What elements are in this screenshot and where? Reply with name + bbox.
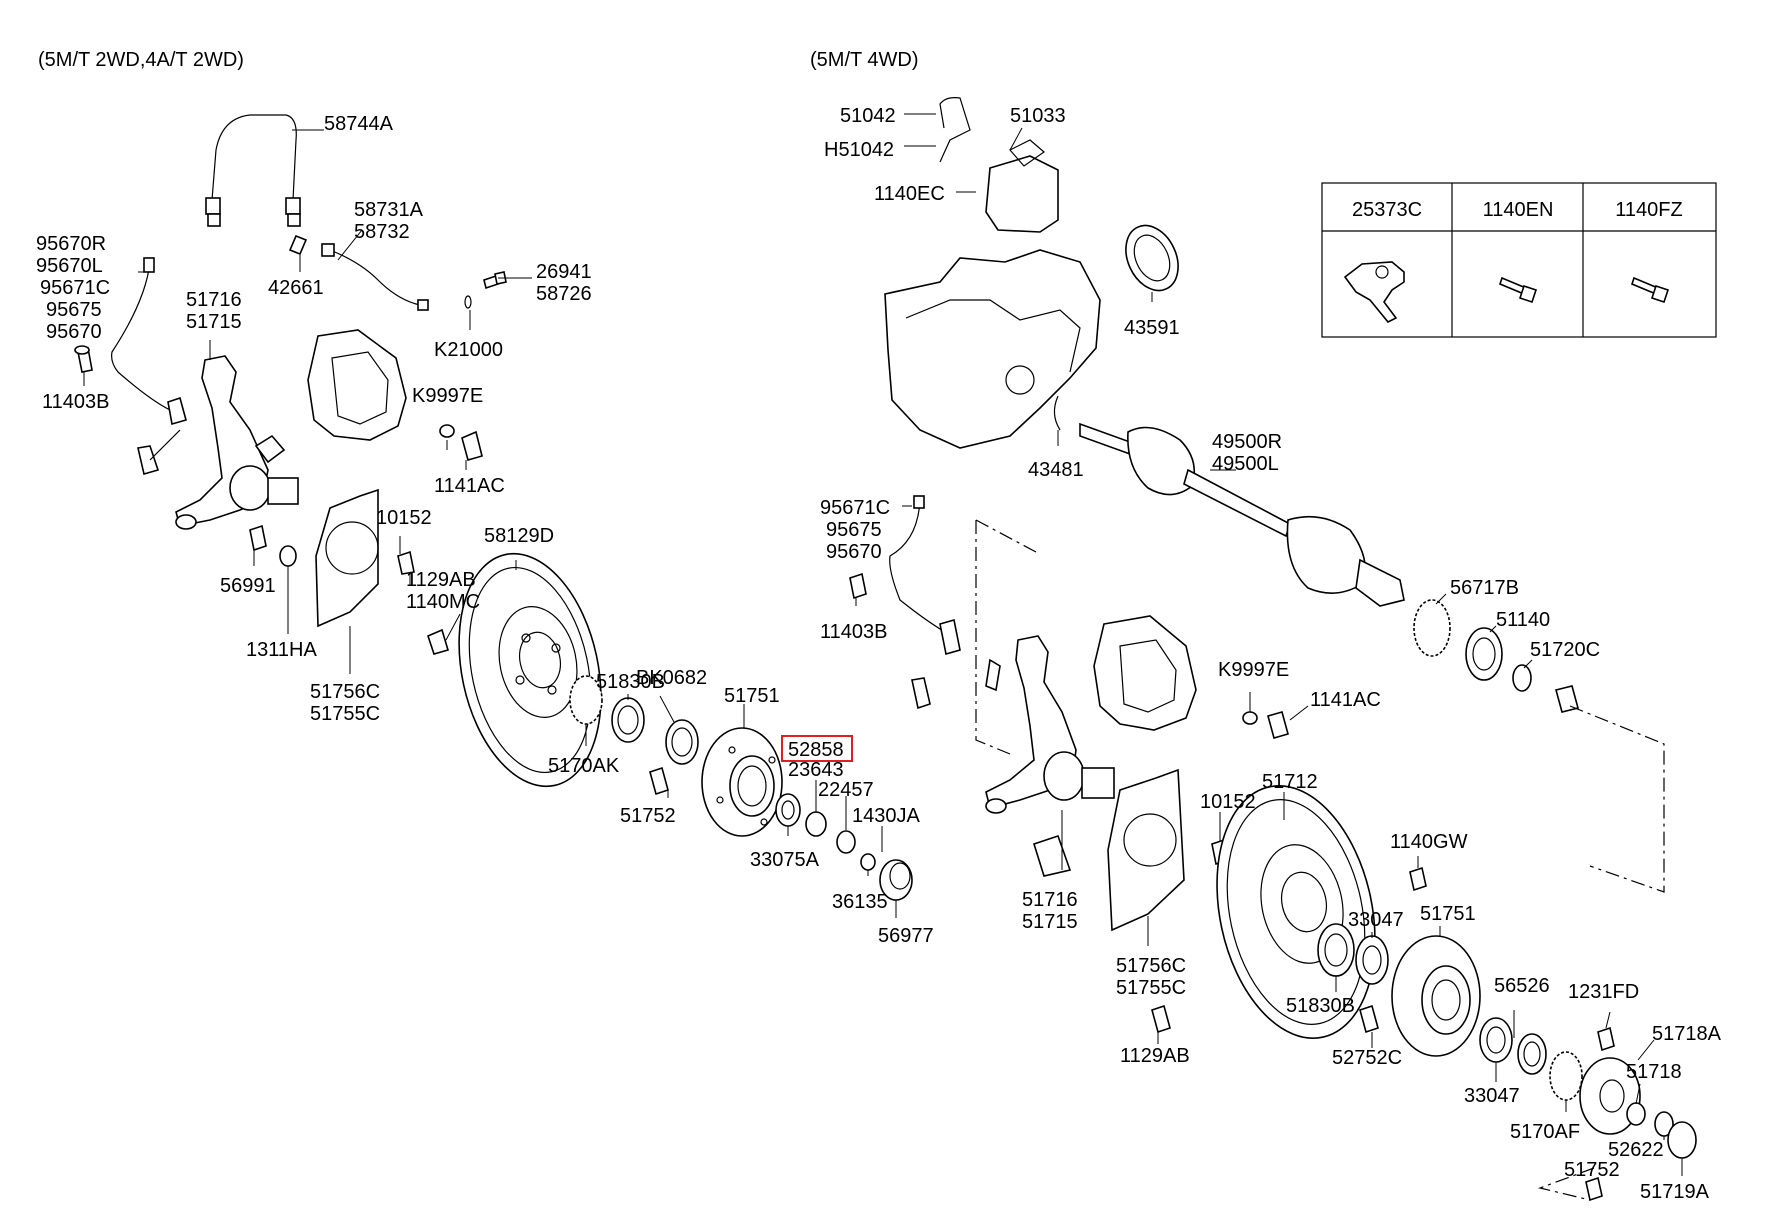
part-label-1311HA[interactable]: 1311HA bbox=[246, 639, 317, 661]
part-label-1140GW[interactable]: 1140GW bbox=[1390, 831, 1468, 853]
part-label-52752C[interactable]: 52752C bbox=[1332, 1047, 1402, 1069]
part-label-58732[interactable]: 58732 bbox=[354, 221, 410, 243]
part-label-49500L[interactable]: 49500L bbox=[1212, 453, 1279, 475]
legend-col-1140FZ: 1140FZ bbox=[1615, 199, 1682, 221]
part-label-51752[interactable]: 51752 bbox=[620, 805, 676, 827]
part-label-22457[interactable]: 22457 bbox=[818, 779, 874, 801]
part-label-H51042[interactable]: H51042 bbox=[824, 139, 894, 161]
part-label-51716-right[interactable]: 51716 bbox=[1022, 889, 1078, 911]
part-label-1141AC-right[interactable]: 1141AC bbox=[1310, 689, 1381, 711]
part-label-42661[interactable]: 42661 bbox=[268, 277, 324, 299]
part-label-1140MC[interactable]: 1140MC bbox=[406, 591, 480, 613]
part-label-51712[interactable]: 51712 bbox=[1262, 771, 1318, 793]
legend-col-25373C: 25373C bbox=[1352, 199, 1422, 221]
part-label-11403B[interactable]: 11403B bbox=[42, 391, 109, 413]
part-label-58129D[interactable]: 58129D bbox=[484, 525, 554, 547]
part-label-23643[interactable]: 23643 bbox=[788, 759, 844, 781]
part-label-51751-right[interactable]: 51751 bbox=[1420, 903, 1476, 925]
left-assembly-drawing bbox=[74, 114, 913, 901]
part-label-BK0682[interactable]: BK0682 bbox=[636, 667, 707, 689]
legend-table: 25373C 1140EN 1140FZ bbox=[1321, 182, 1717, 338]
part-label-51756C-right[interactable]: 51756C bbox=[1116, 955, 1186, 977]
part-label-56526[interactable]: 56526 bbox=[1494, 975, 1550, 997]
part-label-95670-right[interactable]: 95670 bbox=[826, 541, 882, 563]
part-label-33047[interactable]: 33047 bbox=[1348, 909, 1404, 931]
part-label-51755C[interactable]: 51755C bbox=[310, 703, 380, 725]
part-label-51830B-right[interactable]: 51830B bbox=[1286, 995, 1355, 1017]
right-part-labels: 51042 H51042 51033 1140EC 43591 43481 49… bbox=[820, 105, 1722, 1203]
highlight-box-52858 bbox=[781, 735, 853, 762]
bolt-icon bbox=[1631, 276, 1670, 304]
part-label-1140EC[interactable]: 1140EC bbox=[874, 183, 945, 205]
part-label-33047-lower[interactable]: 33047 bbox=[1464, 1085, 1520, 1107]
bracket-icon bbox=[1343, 261, 1405, 324]
leader-lines bbox=[83, 113, 1683, 1176]
part-label-51715-right[interactable]: 51715 bbox=[1022, 911, 1078, 933]
part-label-5170AF[interactable]: 5170AF bbox=[1510, 1121, 1580, 1143]
part-label-10152[interactable]: 10152 bbox=[376, 507, 432, 529]
part-label-49500R[interactable]: 49500R bbox=[1212, 431, 1282, 453]
part-label-1129AB-right[interactable]: 1129AB bbox=[1120, 1045, 1190, 1067]
part-label-51718A[interactable]: 51718A bbox=[1652, 1023, 1722, 1045]
part-label-95670R[interactable]: 95670R bbox=[36, 233, 106, 255]
part-label-36135[interactable]: 36135 bbox=[832, 891, 888, 913]
part-label-51718[interactable]: 51718 bbox=[1626, 1061, 1682, 1083]
part-label-1141AC[interactable]: 1141AC bbox=[434, 475, 505, 497]
part-label-51033[interactable]: 51033 bbox=[1010, 105, 1066, 127]
part-label-43481[interactable]: 43481 bbox=[1028, 459, 1084, 481]
part-label-58726[interactable]: 58726 bbox=[536, 283, 592, 305]
part-label-52858[interactable]: 52858 bbox=[788, 739, 844, 761]
part-label-43591[interactable]: 43591 bbox=[1124, 317, 1180, 339]
part-label-1430JA[interactable]: 1430JA bbox=[852, 805, 920, 827]
bolt-icon bbox=[1499, 276, 1538, 304]
part-label-51042[interactable]: 51042 bbox=[840, 105, 896, 127]
part-label-51719A[interactable]: 51719A bbox=[1640, 1181, 1710, 1203]
part-label-5170AK[interactable]: 5170AK bbox=[548, 755, 620, 777]
part-label-51716[interactable]: 51716 bbox=[186, 289, 242, 311]
part-label-51756C[interactable]: 51756C bbox=[310, 681, 380, 703]
part-label-58744A[interactable]: 58744A bbox=[324, 113, 394, 135]
part-label-1129AB[interactable]: 1129AB bbox=[406, 569, 476, 591]
header-right: (5M/T 4WD) bbox=[810, 49, 919, 71]
part-label-95675[interactable]: 95675 bbox=[46, 299, 102, 321]
legend-col-1140EN: 1140EN bbox=[1483, 199, 1554, 221]
part-label-56991[interactable]: 56991 bbox=[220, 575, 276, 597]
part-label-95675-right[interactable]: 95675 bbox=[826, 519, 882, 541]
part-label-51715[interactable]: 51715 bbox=[186, 311, 242, 333]
part-label-51751[interactable]: 51751 bbox=[724, 685, 780, 707]
part-label-K9997E[interactable]: K9997E bbox=[412, 385, 483, 407]
part-label-51752-right[interactable]: 51752 bbox=[1564, 1159, 1620, 1181]
header-left: (5M/T 2WD,4A/T 2WD) bbox=[38, 49, 244, 71]
part-label-58731A[interactable]: 58731A bbox=[354, 199, 424, 221]
part-label-52622[interactable]: 52622 bbox=[1608, 1139, 1664, 1161]
part-label-95671C[interactable]: 95671C bbox=[40, 277, 110, 299]
part-label-33075A[interactable]: 33075A bbox=[750, 849, 820, 871]
part-label-56717B[interactable]: 56717B bbox=[1450, 577, 1519, 599]
part-label-51755C-right[interactable]: 51755C bbox=[1116, 977, 1186, 999]
part-label-51830B[interactable]: 51830B bbox=[596, 671, 665, 693]
part-label-10152-right[interactable]: 10152 bbox=[1200, 791, 1256, 813]
part-label-95670[interactable]: 95670 bbox=[46, 321, 102, 343]
part-label-K21000[interactable]: K21000 bbox=[434, 339, 503, 361]
part-label-11403B-right[interactable]: 11403B bbox=[820, 621, 887, 643]
part-label-56977[interactable]: 56977 bbox=[878, 925, 934, 947]
part-label-1231FD[interactable]: 1231FD bbox=[1568, 981, 1639, 1003]
part-label-26941[interactable]: 26941 bbox=[536, 261, 592, 283]
part-label-95671C-right[interactable]: 95671C bbox=[820, 497, 890, 519]
right-assembly-drawing bbox=[849, 97, 1697, 1202]
part-label-95670L[interactable]: 95670L bbox=[36, 255, 103, 277]
left-part-labels: 58744A 58731A 58732 42661 26941 58726 K2… bbox=[36, 113, 934, 947]
part-label-51140[interactable]: 51140 bbox=[1496, 609, 1550, 631]
part-label-K9997E-right[interactable]: K9997E bbox=[1218, 659, 1289, 681]
part-label-51720C[interactable]: 51720C bbox=[1530, 639, 1600, 661]
